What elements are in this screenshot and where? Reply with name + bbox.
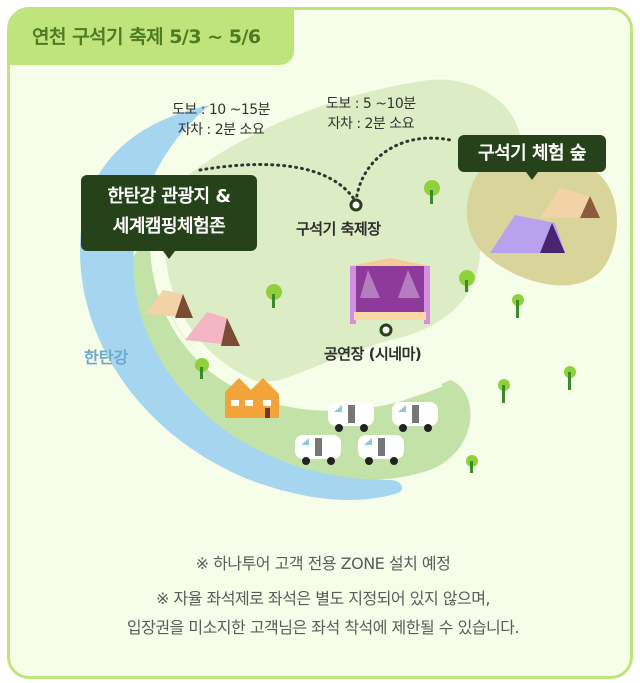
footer-note-1: ※ 하나투어 고객 전용 ZONE 설치 예정 [195,554,451,573]
footer-note-3: 입장권을 미소지한 고객님은 좌석 착석에 제한될 수 있습니다. [126,618,520,637]
route-hantan-to-festival [198,163,358,204]
festival-map [80,79,617,500]
place-stage: 공연장 (시네마) [324,345,422,363]
festival-marker [349,198,363,212]
van-icon [295,435,341,465]
river-label: 한탄강 [84,348,129,367]
tree-icons [195,180,576,473]
tree-icon [459,270,475,292]
tree-icon [498,379,510,403]
van-icon [358,435,404,465]
car-time: 자차 : 2분 소요 [327,116,415,132]
callout-forest: 구석기 체험 숲 [458,135,606,180]
river-hantan [80,105,403,500]
footer-note-2: ※ 자율 좌석제로 좌석은 별도 지정되어 있지 않으며, [156,589,491,608]
callout-hantan-camping: 한탄강 관광지 & 세계캠핑체험존 [81,175,257,259]
stage-marker [379,323,393,337]
house-icon [225,378,279,418]
tent-icon-purple [490,215,565,253]
tree-icon [266,284,282,308]
route-time-forest: 도보 : 5 ~10분 자차 : 2분 소요 [326,94,416,134]
route-time-hantan: 도보 : 10 ~15분 자차 : 2분 소요 [172,100,271,140]
tree-icon [512,294,524,318]
tree-icon [195,358,209,379]
callout-line: 한탄강 관광지 & [107,186,231,207]
callout-line: 세계캠핑체험존 [112,216,226,237]
van-icon [328,402,374,432]
title-tab: 연천 구석기 축제 5/3 ~ 5/6 [10,10,294,65]
place-festival: 구석기 축제장 [296,220,381,238]
walk-time: 도보 : 10 ~15분 [172,102,271,118]
tent-icon-tan [145,290,193,318]
route-festival-to-forest [354,136,452,204]
van-icon [392,402,438,432]
tree-icon [466,455,478,473]
car-time: 자차 : 2분 소요 [177,122,265,138]
page-title: 연천 구석기 축제 5/3 ~ 5/6 [32,26,261,48]
walk-time: 도보 : 5 ~10분 [326,96,416,112]
tent-icon-pink [185,312,240,346]
stage-icon [350,258,430,324]
tent-icon-beige [540,188,600,218]
tree-icon [564,366,576,390]
tree-icon [424,180,440,204]
festival-map-card: 연천 구석기 축제 5/3 ~ 5/6 도보 : 10 ~15분 자차 : 2분… [7,7,633,679]
